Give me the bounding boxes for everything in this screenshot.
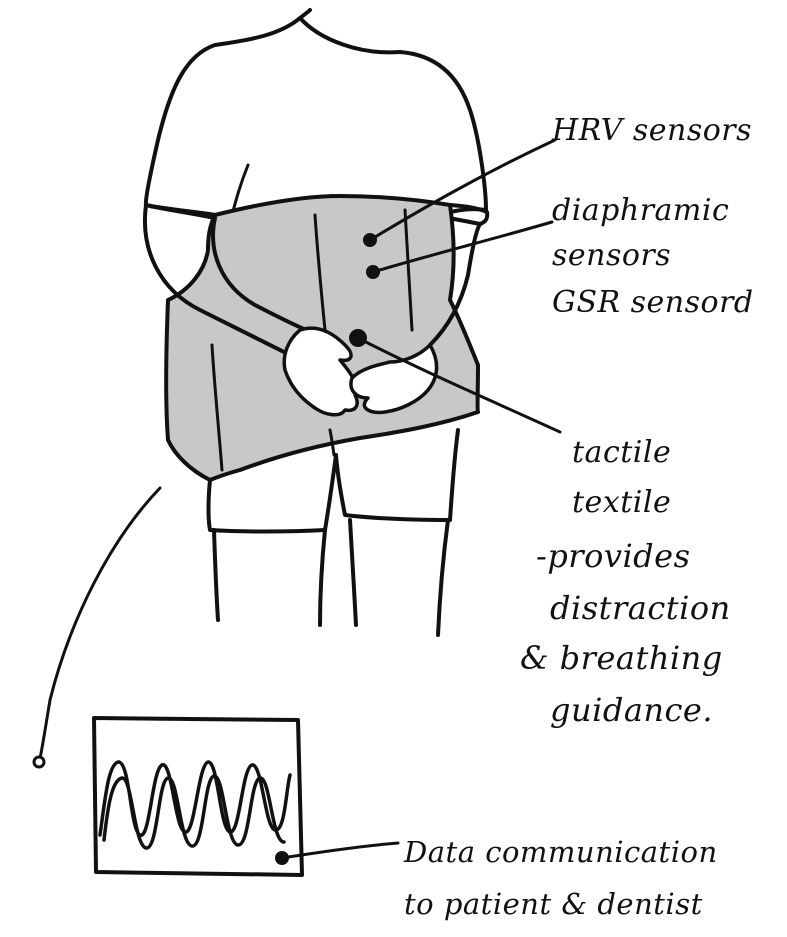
right-leg bbox=[350, 520, 448, 635]
data-communication-label-line1: Data communication bbox=[404, 838, 718, 867]
hrv-sensors-label: HRV sensors bbox=[552, 116, 752, 146]
tactile-label-line1: tactile bbox=[572, 438, 671, 468]
diaphragmatic-label-line1: diaphramic bbox=[552, 196, 729, 226]
shirt-neck bbox=[300, 10, 310, 18]
device-anchor-dot bbox=[34, 757, 44, 767]
provides-label-line3: & breathing bbox=[520, 642, 723, 674]
provides-label-line1: -provides bbox=[536, 540, 691, 572]
breathing-waveform bbox=[100, 762, 290, 848]
diaphragmatic-label-line2: sensors bbox=[552, 241, 671, 271]
hrv-leader-line bbox=[370, 140, 555, 240]
provides-label-line2: distraction bbox=[550, 592, 731, 624]
gsr-sensors-label: GSR sensord bbox=[552, 288, 754, 318]
tactile-label-line2: textile bbox=[572, 488, 671, 518]
shirt-outline bbox=[146, 18, 486, 215]
data-communication-label-line2: to patient & dentist bbox=[404, 890, 703, 919]
left-leg bbox=[214, 530, 325, 625]
provides-label-line4: guidance. bbox=[550, 694, 713, 726]
